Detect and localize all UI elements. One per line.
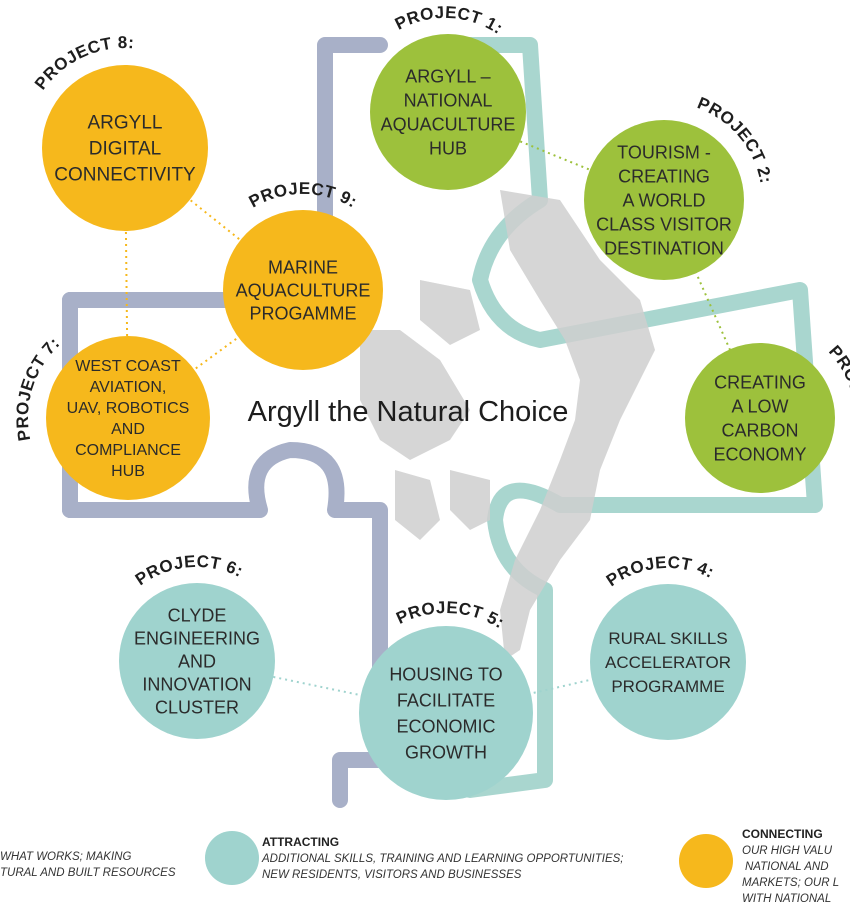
project-p6-line-5: CLUSTER bbox=[155, 697, 239, 717]
project-p5-line-2: FACILITATE bbox=[397, 690, 495, 710]
project-p7-line-1: WEST COAST bbox=[75, 358, 181, 375]
project-p2-line-1: TOURISM - bbox=[617, 142, 711, 162]
legend-connecting-desc-4: WITH NATIONAL bbox=[742, 893, 831, 905]
project-circle-p4 bbox=[590, 584, 746, 740]
legend-connecting-desc-2: NATIONAL AND bbox=[745, 861, 829, 873]
legend: WHAT WORKS; MAKING TURAL AND BUILT RESOU… bbox=[0, 827, 839, 905]
legend-connecting-desc-1: OUR HIGH VALU bbox=[742, 845, 833, 857]
legend-connecting-title: CONNECTING bbox=[742, 827, 823, 841]
project-node-p2: TOURISM - CREATING A WORLD CLASS VISITOR DES… bbox=[584, 120, 744, 280]
project-p2-line-3: A WORLD bbox=[622, 190, 705, 210]
project-circle-p7 bbox=[46, 336, 210, 500]
project-p1-line-2: NATIONAL bbox=[404, 90, 493, 110]
project-circle-p6 bbox=[119, 583, 275, 739]
legend-connecting-swatch bbox=[679, 834, 733, 888]
legend-left-desc-2: TURAL AND BUILT RESOURCES bbox=[0, 867, 176, 879]
legend-attracting-desc-2: NEW RESIDENTS, VISITORS AND BUSINESSES bbox=[262, 869, 522, 881]
project-heading-text-p9: PROJECT 9: bbox=[246, 179, 360, 212]
project-p7-line-2: AVIATION, bbox=[90, 379, 167, 396]
project-node-p7: WEST COAST AVIATION, UAV, ROBOTICS AND COMPL… bbox=[46, 336, 210, 500]
project-p9-line-2: AQUACULTURE bbox=[236, 280, 371, 300]
project-p4-line-3: PROGRAMME bbox=[611, 677, 724, 696]
project-p2-line-2: CREATING bbox=[618, 166, 710, 186]
legend-item-connecting: CONNECTING OUR HIGH VALU NATIONAL AND MA… bbox=[679, 827, 839, 905]
project-p1-line-4: HUB bbox=[429, 138, 467, 158]
project-heading-p1: PROJECT 1: bbox=[392, 3, 507, 38]
project-p5-line-1: HOUSING TO bbox=[389, 664, 502, 684]
project-p7-line-4: AND bbox=[111, 421, 145, 438]
project-p3-line-1: CREATING bbox=[714, 372, 806, 392]
legend-item-attracting: ATTRACTING ADDITIONAL SKILLS, TRAINING A… bbox=[205, 831, 623, 885]
project-p6-line-4: INNOVATION bbox=[142, 674, 251, 694]
legend-attracting-swatch bbox=[205, 831, 259, 885]
project-p7-line-3: UAV, ROBOTICS bbox=[67, 400, 190, 417]
project-circle-p8 bbox=[42, 65, 208, 231]
project-p8-line-1: ARGYLL bbox=[88, 113, 163, 134]
legend-item-left: WHAT WORKS; MAKING TURAL AND BUILT RESOU… bbox=[0, 851, 176, 879]
legend-connecting-desc-3: MARKETS; OUR L bbox=[742, 877, 839, 889]
project-p3-line-2: A LOW bbox=[731, 396, 788, 416]
project-circle-p2 bbox=[584, 120, 744, 280]
project-p9-line-3: PROGAMME bbox=[249, 303, 356, 323]
project-p8-line-2: DIGITAL bbox=[89, 139, 162, 160]
project-p4-line-2: ACCELERATOR bbox=[605, 653, 731, 672]
project-node-p4: RURAL SKILLS ACCELERATOR PROGRAMME bbox=[590, 584, 746, 740]
project-nodes: ARGYLL – NATIONAL AQUACULTURE HUB TOURISM - C… bbox=[42, 34, 835, 800]
project-p2-line-5: DESTINATION bbox=[604, 238, 724, 258]
project-p1-line-1: ARGYLL – bbox=[405, 66, 490, 86]
project-heading-p9: PROJECT 9: bbox=[246, 179, 361, 212]
project-p7-line-6: HUB bbox=[111, 463, 145, 480]
project-node-p6: CLYDE ENGINEERING AND INNOVATION CLUSTER bbox=[119, 583, 275, 739]
center-title: Argyll the Natural Choice bbox=[248, 396, 569, 428]
project-circle-p9 bbox=[223, 210, 383, 370]
project-node-p1: ARGYLL – NATIONAL AQUACULTURE HUB bbox=[370, 34, 526, 190]
project-p6-line-2: ENGINEERING bbox=[134, 628, 260, 648]
project-node-p3: CREATING A LOW CARBON ECONOMY bbox=[685, 343, 835, 493]
project-p8-line-3: CONNECTIVITY bbox=[54, 165, 196, 186]
project-circle-p1 bbox=[370, 34, 526, 190]
project-node-p8: ARGYLL DIGITAL CONNECTIVITY bbox=[42, 65, 208, 231]
legend-attracting-desc-1: ADDITIONAL SKILLS, TRAINING AND LEARNING… bbox=[261, 853, 623, 865]
project-node-p5: HOUSING TO FACILITATE ECONOMIC GROWTH bbox=[359, 626, 533, 800]
project-heading-text-p1: PROJECT 1: bbox=[392, 3, 506, 38]
argyll-map bbox=[360, 190, 655, 660]
project-p5-line-4: GROWTH bbox=[405, 742, 487, 762]
project-p6-line-3: AND bbox=[178, 651, 216, 671]
project-p7-line-5: COMPLIANCE bbox=[75, 442, 181, 459]
project-p4-line-1: RURAL SKILLS bbox=[608, 629, 727, 648]
legend-left-desc-1: WHAT WORKS; MAKING bbox=[0, 851, 131, 863]
project-p5-line-3: ECONOMIC bbox=[397, 716, 496, 736]
project-circle-p5 bbox=[359, 626, 533, 800]
project-p6-line-1: CLYDE bbox=[168, 605, 227, 625]
project-p3-line-4: ECONOMY bbox=[713, 444, 806, 464]
project-circle-p3 bbox=[685, 343, 835, 493]
project-p3-line-3: CARBON bbox=[721, 420, 798, 440]
legend-attracting-title: ATTRACTING bbox=[262, 835, 339, 849]
project-node-p9: MARINE AQUACULTURE PROGAMME bbox=[223, 210, 383, 370]
project-p9-line-1: MARINE bbox=[268, 257, 338, 277]
project-p1-line-3: AQUACULTURE bbox=[381, 114, 516, 134]
project-p2-line-4: CLASS VISITOR bbox=[596, 214, 732, 234]
